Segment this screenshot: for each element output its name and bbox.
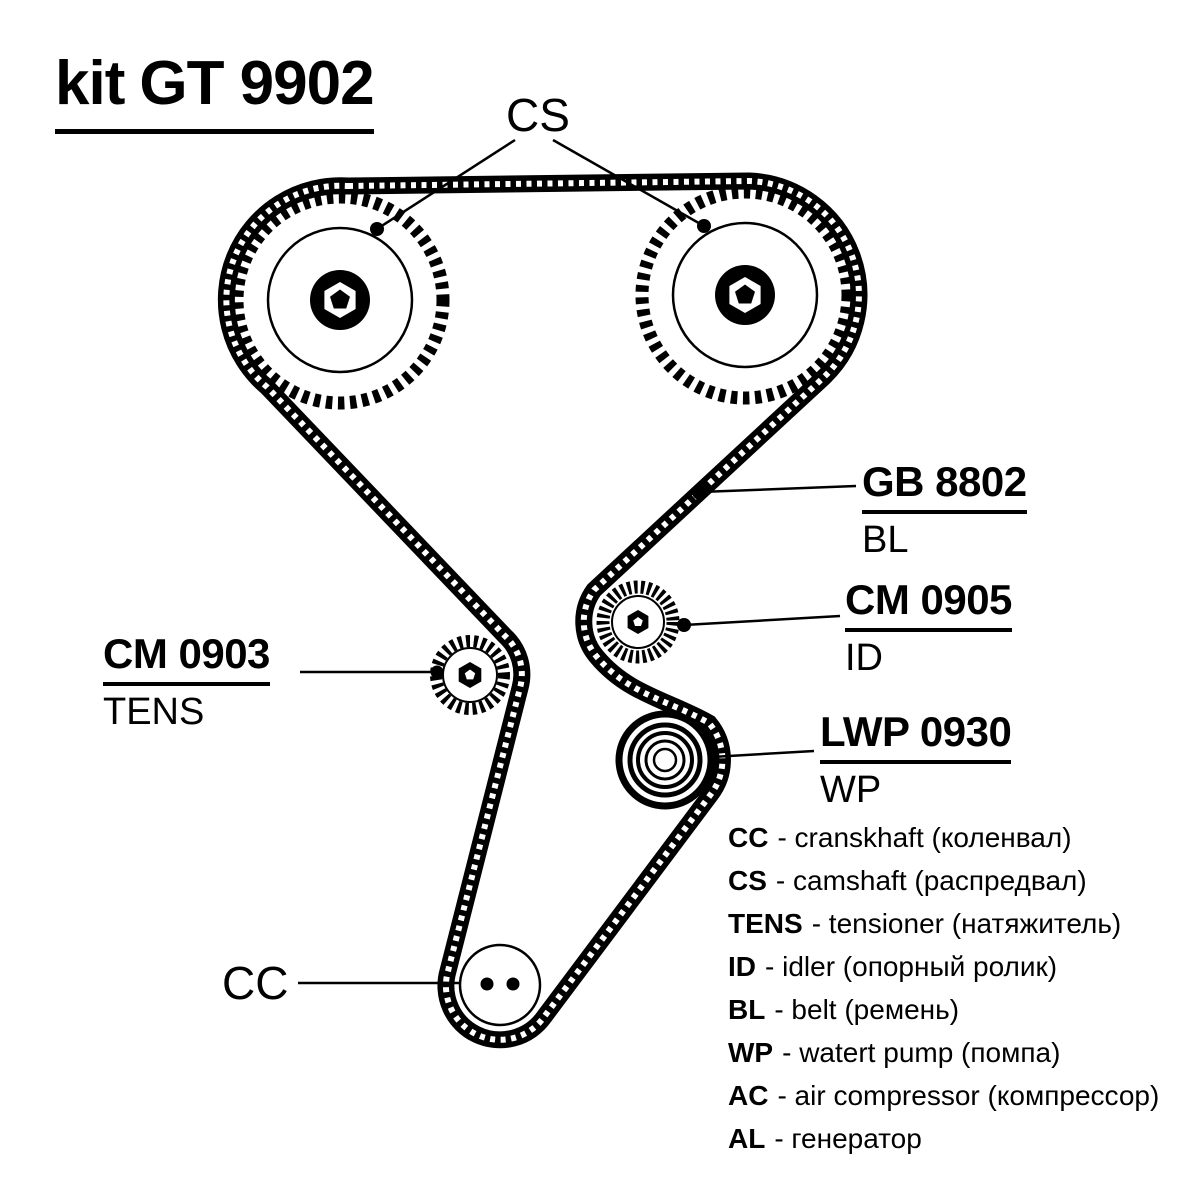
legend-desc: - watert pump (помпа) (782, 1037, 1061, 1068)
legend-abbr: ID (728, 951, 756, 982)
legend-desc: - генератор (774, 1123, 922, 1154)
idler (596, 580, 691, 664)
tensioner-inner-ring (442, 647, 498, 703)
part-number: GB 8802 (862, 458, 1027, 514)
crank-dot-right (506, 977, 520, 991)
legend-desc: - belt (ремень) (774, 994, 960, 1025)
legend-desc: - air compressor (компрессор) (777, 1080, 1160, 1111)
kit-title-prefix: kit (55, 49, 125, 118)
pump-ring-2 (627, 722, 703, 798)
legend: CC - cranskhaft (коленвал) CS - camshaft (… (728, 816, 1159, 1160)
camshaft-pulley-left (230, 190, 450, 410)
part-number: CM 0903 (103, 630, 270, 686)
water-pump (615, 710, 715, 810)
part-number: LWP 0930 (820, 708, 1012, 764)
part-abbr: BL (862, 519, 909, 561)
legend-abbr: AL (728, 1123, 766, 1154)
legend-desc: - idler (опорный ролик) (765, 951, 1058, 982)
crank-dot-left (480, 977, 494, 991)
legend-row-cc: CC - cranskhaft (коленвал) (728, 816, 1159, 859)
idler-inner-ring (611, 595, 665, 649)
cs-leader-line-left (376, 138, 516, 231)
pulley-inner-ring (671, 221, 819, 369)
legend-row-ac: AC - air compressor (компрессор) (728, 1074, 1159, 1117)
label-belt: GB 8802 BL (862, 458, 1027, 562)
cs-annotation: CS (506, 89, 570, 141)
legend-abbr: TENS (728, 908, 803, 939)
water-pump-leader-line (711, 749, 815, 759)
label-tensioner: CM 0903 TENS (103, 630, 270, 734)
part-abbr: ID (845, 637, 883, 679)
crank-circle (458, 943, 542, 1027)
legend-abbr: CS (728, 865, 767, 896)
legend-desc: - tensioner (натяжитель) (811, 908, 1122, 939)
legend-row-bl: BL - belt (ремень) (728, 988, 1159, 1031)
legend-abbr: CC (728, 822, 769, 853)
pump-ring-4 (644, 739, 686, 781)
legend-abbr: WP (728, 1037, 774, 1068)
pump-ring-1 (615, 710, 715, 810)
idler-leader-line (683, 614, 841, 627)
cc-annotation: CC (222, 957, 289, 1009)
legend-row-al: AL - генератор (728, 1117, 1159, 1160)
legend-abbr: BL (728, 994, 766, 1025)
belt-teeth (223, 177, 862, 1043)
pulley-inner-ring (266, 226, 414, 374)
legend-desc: - camshaft (распредвал) (775, 865, 1087, 896)
pump-ring-5 (652, 747, 678, 773)
kit-title-code: GT 9902 (139, 49, 374, 118)
belt-leader-dot (692, 484, 708, 500)
cs-leader-line-right (552, 138, 705, 228)
pump-ring-3 (636, 731, 694, 789)
timing-belt (217, 172, 868, 1049)
part-number: CM 0905 (845, 576, 1012, 632)
idler-pentagon (633, 617, 643, 626)
hub-pentagon (330, 289, 350, 309)
legend-row-wp: WP - watert pump (помпа) (728, 1031, 1159, 1074)
label-idler: CM 0905 ID (845, 576, 1012, 680)
part-abbr: WP (820, 769, 882, 811)
tensioner-pentagon (464, 669, 476, 680)
legend-row-tens: TENS - tensioner (натяжитель) (728, 902, 1159, 945)
part-abbr: TENS (103, 691, 205, 733)
camshaft-pulley-right (635, 185, 855, 405)
belt-leader-line (699, 484, 857, 494)
leader-lines (298, 138, 857, 985)
legend-row-cs: CS - camshaft (распредвал) (728, 859, 1159, 902)
hub-pentagon (735, 284, 755, 304)
label-water-pump: LWP 0930 WP (820, 708, 1012, 812)
legend-abbr: AC (728, 1080, 769, 1111)
crankshaft (458, 943, 542, 1027)
legend-row-id: ID - idler (опорный ролик) (728, 945, 1159, 988)
legend-desc: - cranskhaft (коленвал) (777, 822, 1072, 853)
tensioner (430, 635, 510, 715)
